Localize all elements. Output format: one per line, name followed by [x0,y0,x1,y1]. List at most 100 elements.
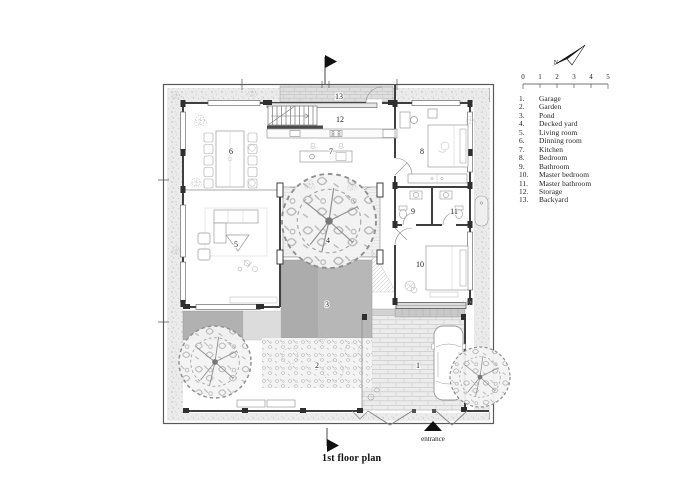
legend-item-label: Pond [539,110,555,120]
room-label-5: 5 [234,240,238,249]
room-label-3: 3 [325,300,329,309]
legend-item-number: 5. [519,127,525,137]
legend-item-label: Living room [539,127,578,137]
legend-item-label: Backyard [539,195,569,205]
perimeter-garden-band [167,88,490,421]
room-number-labels: 1 2 3 4 5 6 7 8 9 10 11 12 13 [228,91,459,371]
room-label-8: 8 [420,147,424,156]
legend-item-label: Storage [539,186,563,196]
legend-item: 2. Garden [519,102,591,112]
legend-item: 12. Storage [519,186,591,196]
room-label-12: 12 [336,115,344,124]
entrance-marker: entrance [421,421,445,443]
legend-item: 1. Garage [519,94,591,103]
kitchen-counter [266,128,398,139]
legend-item-label: Bedroom [539,153,568,163]
legend-item-label: Garden [539,102,562,112]
entrance-arrow-icon [424,421,442,431]
room-label-1: 1 [416,361,420,370]
windows [180,100,473,310]
compass-needle-icon [552,45,585,66]
legend-item: 7. Kitchen [519,144,591,154]
legend-item: 13. Backyard [519,195,591,205]
legend-item-label: Master bedroom [539,170,590,180]
grid-ticks [158,79,398,323]
room-label-11: 11 [450,207,458,216]
section-marker-bottom [326,428,339,452]
living-room-furniture [197,207,278,304]
legend-item-number: 9. [519,161,525,171]
room-label-2: 2 [315,361,319,370]
legend-item-label: Garage [539,94,561,103]
planter-boxes [236,387,381,408]
dining-chairs [203,132,258,189]
entrance-label: entrance [421,435,445,443]
scale-tick-5: 5 [606,73,610,81]
legend-item-number: 13. [519,195,529,205]
garden-shrub-circles [281,342,360,382]
legend-item: 8. Bedroom [519,153,591,163]
legend-item: 6. Dinning room [519,136,591,146]
porch-hatch [371,249,397,293]
master-bedroom-furniture [425,245,469,298]
driveway-tree [449,346,511,408]
legend-item-number: 8. [519,153,525,163]
north-label: N [554,59,559,66]
master-plant [404,280,418,294]
bedroom-furniture [399,108,469,184]
legend: 1. Garage 2. Garden 3. Pond 4. Decked yard 5… [519,94,592,205]
scale-tick-0: 0 [521,73,525,81]
room-label-7: 7 [329,147,333,156]
legend-item-number: 4. [519,119,525,129]
legend-item-label: Bathroom [539,161,570,171]
bathroom-fixtures [398,190,489,227]
stone-path-band [361,307,466,318]
thin-walls [183,189,363,411]
legend-item: 5. Living room [519,127,591,137]
legend-item-number: 7. [519,144,525,154]
legend-item-label: Kitchen [539,144,564,154]
legend-item: 9. Bathroom [519,161,591,171]
legend-item: 10. Master bedroom [519,170,591,180]
dining-table [215,130,245,188]
legend-item-number: 1. [519,94,525,103]
storage-counter-band [267,125,323,129]
entrance-gates [351,409,468,426]
legend-item-number: 11. [519,178,528,188]
legend-item-number: 10. [519,170,529,180]
section-marker-top [324,55,337,84]
living-floor-plants [237,259,258,272]
legend-item-number: 6. [519,136,525,146]
north-arrow: N [552,44,586,66]
legend-item-number: 2. [519,102,525,112]
room-label-9: 9 [411,207,415,216]
wall-columns [180,100,473,413]
legend-item-label: Decked yard [539,119,578,129]
pond-water [182,259,373,341]
scale-tick-2: 2 [555,73,559,81]
room-label-4: 4 [326,236,330,245]
room-label-6: 6 [229,147,233,156]
stairs [267,105,318,126]
page-title: 1st floor plan [322,453,382,464]
legend-item-number: 12. [519,186,529,196]
legend-item-label: Master bathroom [539,178,592,188]
room-label-13: 13 [335,92,343,101]
room-label-10: 10 [416,260,424,269]
door-swing-arcs [289,86,457,246]
garden-vegetation [262,338,372,388]
legend-item-label: Dinning room [539,136,582,146]
pendant-lights [309,142,345,149]
scale-tick-4: 4 [589,73,593,81]
legend-item-number: 3. [519,110,525,120]
legend-item: 4. Decked yard [519,119,591,129]
master-south-window-band [395,302,467,309]
legend-item: 11. Master bathroom [519,178,592,188]
courtyard-tree [280,172,378,270]
legend-item: 3. Pond [519,110,591,120]
scale-tick-3: 3 [572,73,576,81]
scale-bar: 0 1 2 3 4 5 [521,73,610,89]
scale-tick-1: 1 [538,73,542,81]
